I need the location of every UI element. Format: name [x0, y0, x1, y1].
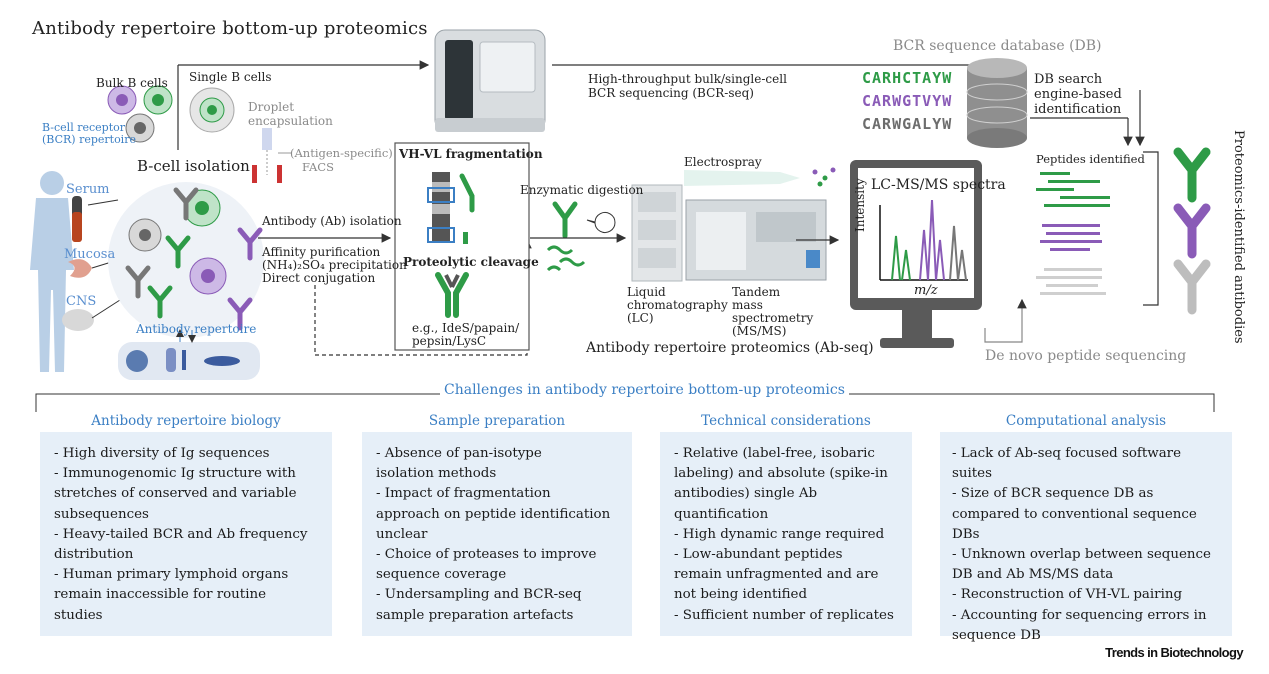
mucosa-label: Mucosa: [64, 247, 116, 262]
cleavage-antibody-icon: [435, 272, 469, 318]
cns-label: CNS: [66, 294, 97, 309]
vh-vl-fragmentation-label: VH-VL fragmentation: [399, 147, 543, 161]
monitor-icon: [850, 160, 982, 348]
mz-axis-label: m/z: [914, 283, 938, 298]
db-sequence-list: CARHCTAYW CARWGTVYW CARWGALYW: [862, 69, 953, 133]
proteases-label: e.g., IdeS/papain/pepsin/LysC: [412, 321, 520, 348]
bcr-repertoire-label: B-cell receptor(BCR) repertoire: [42, 121, 136, 146]
bulk-b-cells-label: Bulk B cells: [96, 76, 168, 90]
de-novo-label: De novo peptide sequencing: [985, 348, 1187, 364]
b-cell-isolation-label: B-cell isolation: [137, 157, 250, 175]
lc-instrument: [631, 184, 683, 282]
panel-title-biology: Antibody repertoire biology: [91, 413, 281, 429]
electrospray-icon: [684, 167, 836, 187]
isolation-methods-label: Affinity purification (NH₄)₂SO₄ precipit…: [262, 245, 407, 285]
database-icon: [966, 58, 1028, 148]
intensity-axis-label: Intensity: [853, 178, 867, 232]
figure-title: Antibody repertoire bottom-up proteomics: [32, 18, 428, 39]
facs-icon: [252, 128, 292, 183]
challenges-title: Challenges in antibody repertoire bottom…: [440, 382, 849, 398]
panel-title-technical: Technical considerations: [701, 413, 871, 429]
human-body-icon: [30, 171, 94, 372]
enzymatic-digestion-label: Enzymatic digestion: [520, 183, 644, 197]
journal-logo: Trends in Biotechnology: [1105, 645, 1243, 660]
fragment-icon: [427, 172, 475, 244]
bulk-b-cells-icon: [107, 85, 173, 143]
peptides-identified-label: Peptides identified: [1036, 152, 1145, 166]
electrospray-label: Electrospray: [684, 155, 762, 169]
antibody-repertoire-label: Antibody repertoire: [136, 322, 257, 336]
panel-title-computational: Computational analysis: [1005, 413, 1167, 429]
panel-title-sample-prep: Sample preparation: [428, 413, 566, 429]
db-title: BCR sequence database (DB): [893, 38, 1102, 54]
panel-biology: - High diversity of Ig sequences- Immuno…: [40, 432, 332, 636]
droplet-icon: [189, 87, 235, 133]
ab-seq-label: Antibody repertoire proteomics (Ab-seq): [586, 340, 874, 356]
facs-label: (Antigen-specific)FACS: [290, 146, 393, 174]
microbes-row: [118, 342, 260, 380]
identified-antibodies: [1173, 147, 1211, 315]
proteolytic-cleavage-label: Proteolytic cleavage: [403, 255, 539, 269]
sequencer-machine: [434, 29, 546, 132]
repertoire-circle: [108, 182, 264, 338]
peptide-bars: [1036, 172, 1110, 295]
spectra-title: LC-MS/MS spectra: [871, 177, 1006, 193]
digestion-icon: [546, 201, 616, 272]
ab-isolation-label: Antibody (Ab) isolation: [262, 214, 402, 228]
single-b-cells-label: Single B cells: [189, 70, 272, 84]
proteomics-identified-label: Proteomics-identified antibodies: [1231, 130, 1246, 344]
serum-label: Serum: [66, 182, 110, 197]
